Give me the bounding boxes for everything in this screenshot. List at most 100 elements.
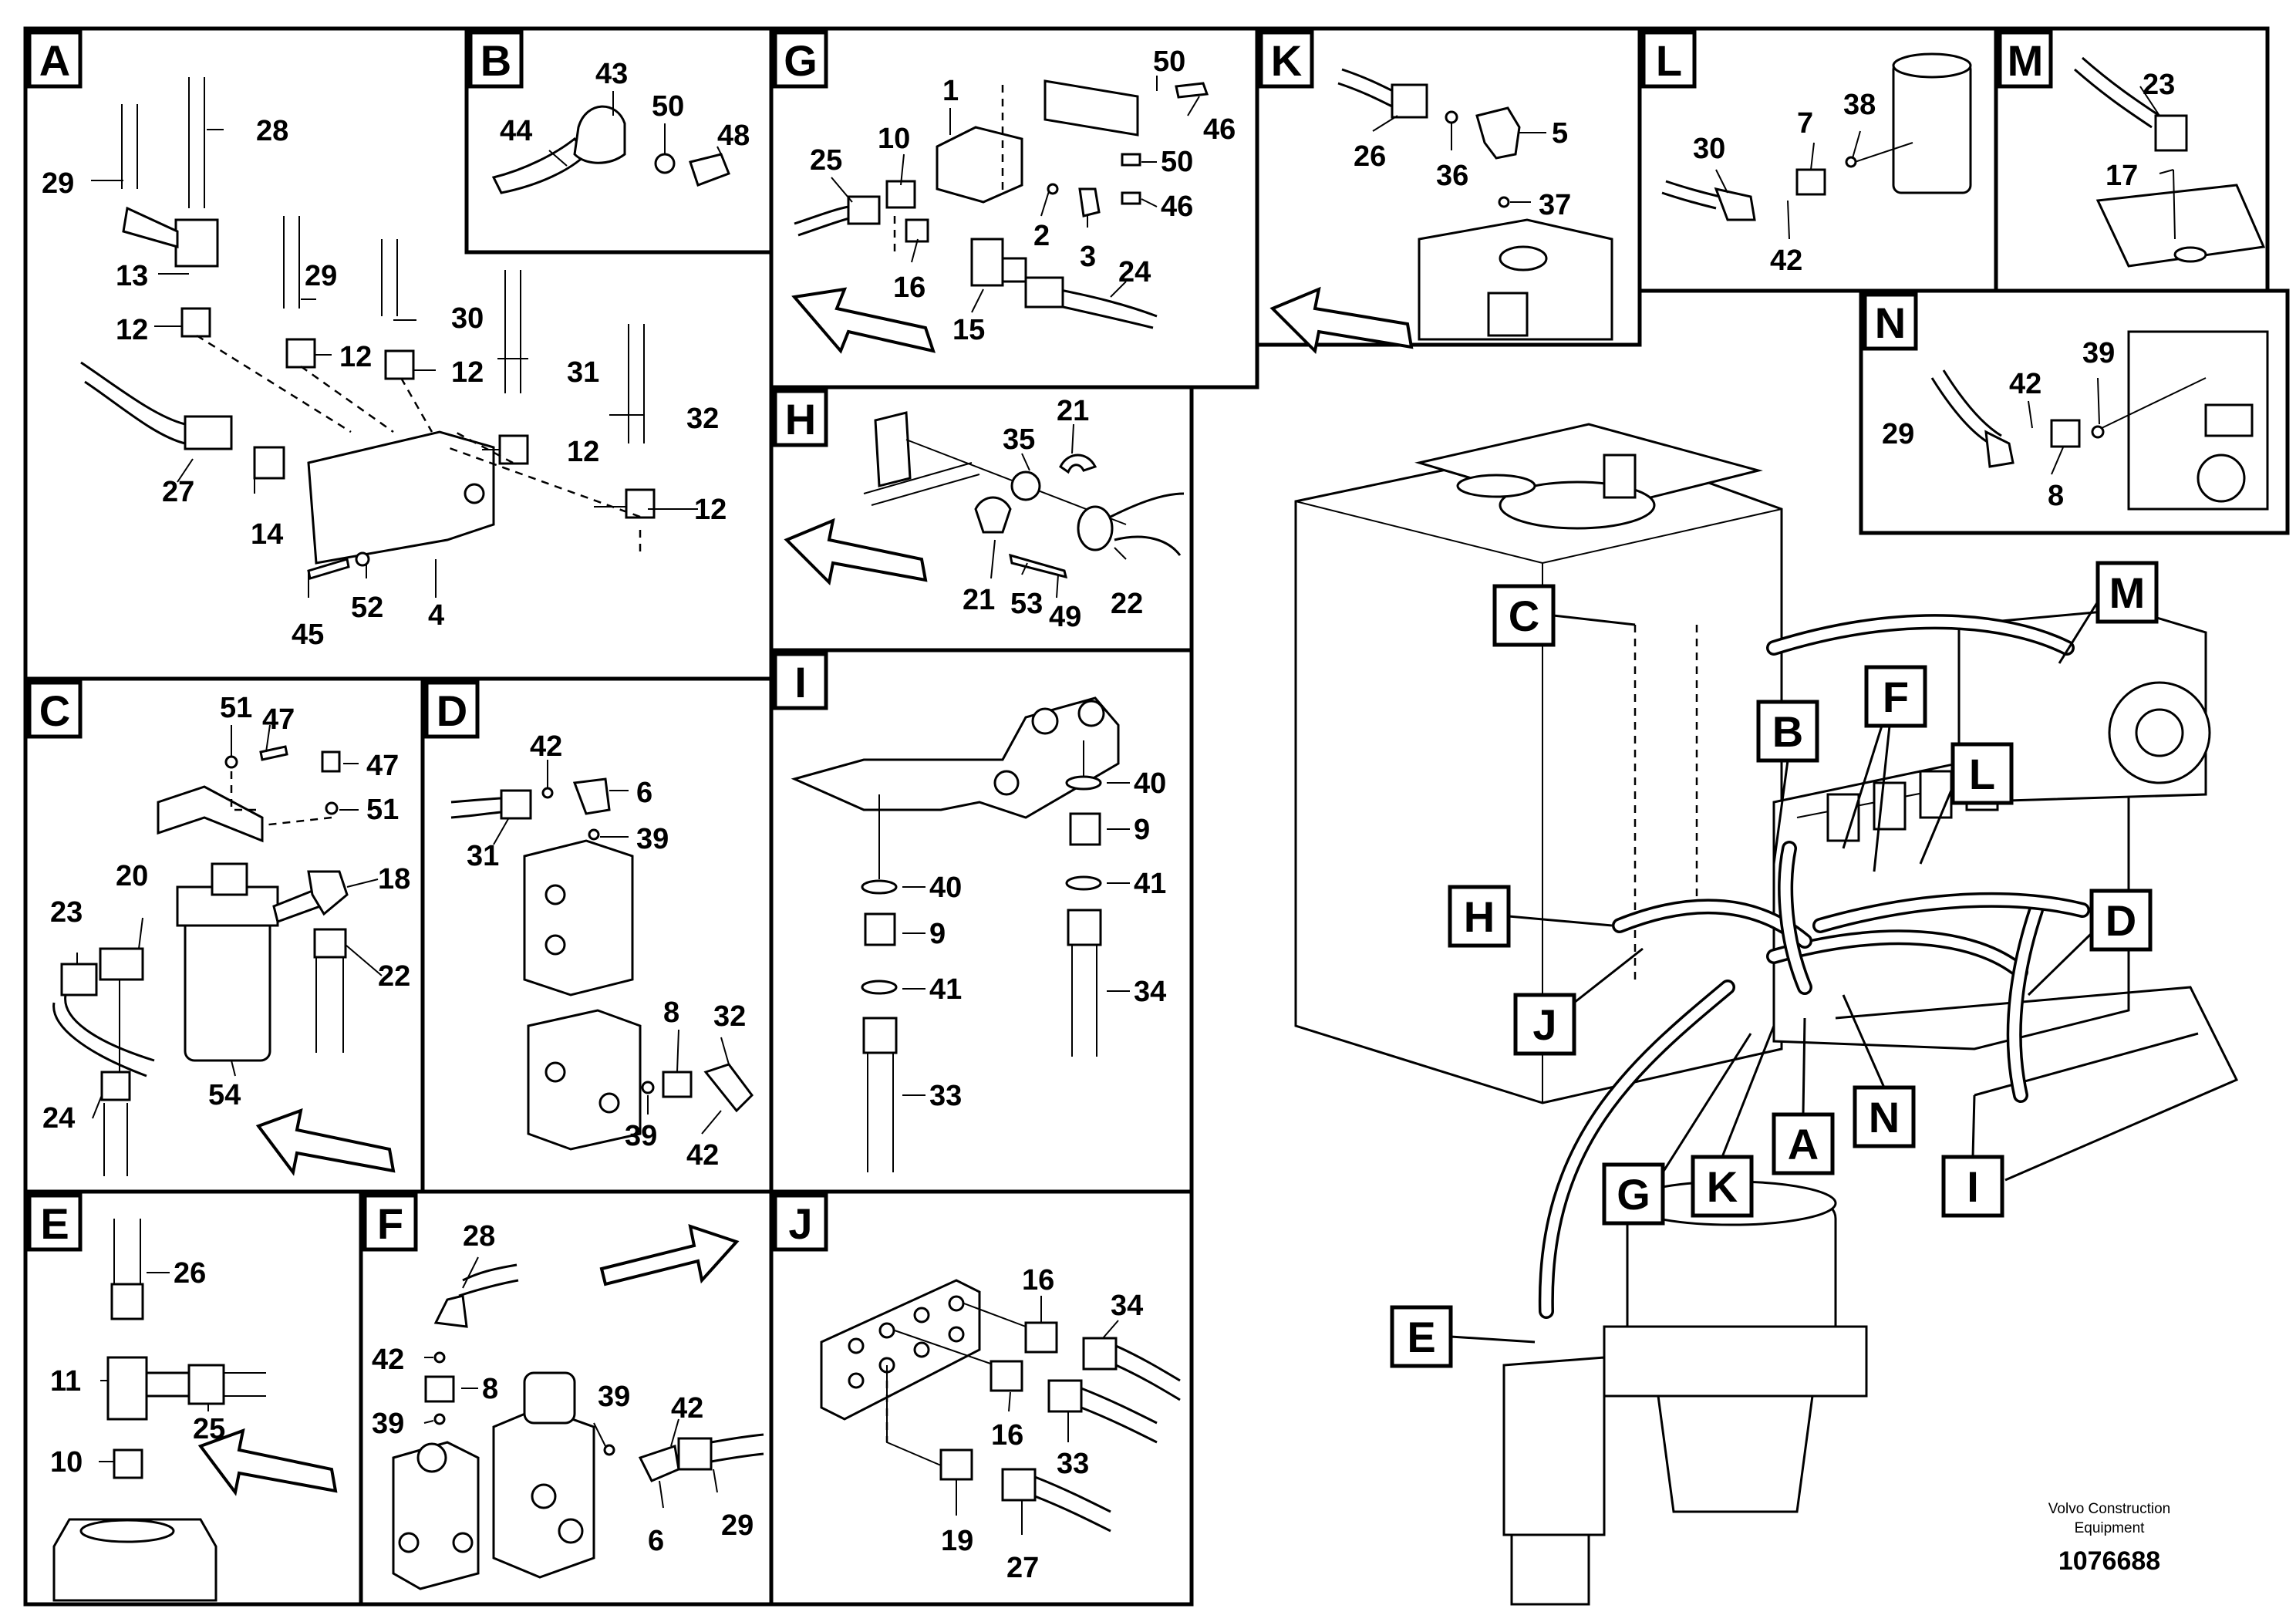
panel-letter: H bbox=[785, 395, 816, 443]
panel-j: J 16 34 16 33 19 27 bbox=[773, 1193, 1181, 1584]
part-label: 4 bbox=[428, 599, 444, 632]
part-label: 39 bbox=[372, 1408, 404, 1440]
panel-k: K 26 36 5 37 bbox=[1259, 30, 1613, 355]
part-label: 38 bbox=[1843, 89, 1876, 121]
part-label: 16 bbox=[1022, 1264, 1054, 1297]
part-label: 37 bbox=[1539, 189, 1571, 221]
part-label: 32 bbox=[713, 1000, 746, 1033]
part-label: 29 bbox=[42, 167, 74, 200]
part-label: 27 bbox=[162, 476, 194, 508]
part-label: 21 bbox=[963, 584, 995, 616]
part-label: 46 bbox=[1161, 191, 1193, 223]
part-label: 39 bbox=[598, 1381, 630, 1413]
panel-letter: E bbox=[40, 1199, 69, 1248]
panel-i: I 40 9 41 34 40 9 41 33 bbox=[773, 652, 1166, 1172]
part-label: 50 bbox=[1153, 46, 1185, 78]
part-label: 11 bbox=[50, 1365, 81, 1398]
part-label: 36 bbox=[1436, 160, 1468, 192]
part-label: 8 bbox=[2048, 480, 2064, 512]
callout-j: J bbox=[1532, 1000, 1556, 1049]
panel-letter: C bbox=[39, 686, 70, 735]
part-label: 22 bbox=[378, 960, 410, 993]
panel-e: E 26 11 25 10 bbox=[27, 1193, 338, 1602]
callout-c: C bbox=[1509, 592, 1539, 640]
part-label: 19 bbox=[941, 1525, 973, 1557]
part-label: 44 bbox=[500, 115, 532, 147]
part-label: 35 bbox=[1003, 423, 1035, 456]
callout-i: I bbox=[1967, 1162, 1979, 1211]
part-label: 39 bbox=[625, 1120, 657, 1152]
panel-l: L 30 7 38 42 bbox=[1641, 30, 1972, 277]
part-label: 12 bbox=[116, 314, 148, 346]
part-label: 25 bbox=[810, 144, 842, 177]
part-label: 40 bbox=[929, 872, 962, 904]
part-label: 9 bbox=[929, 918, 946, 950]
part-label: 12 bbox=[451, 356, 484, 389]
brand-line-1: Volvo Construction bbox=[2048, 1501, 2170, 1517]
part-label: 6 bbox=[636, 777, 652, 809]
part-label: 25 bbox=[193, 1413, 225, 1445]
panel-d: D 42 6 31 39 8 32 39 42 bbox=[424, 680, 754, 1172]
part-label: 26 bbox=[1354, 140, 1386, 173]
part-label: 32 bbox=[686, 403, 719, 435]
part-label: 42 bbox=[530, 730, 562, 763]
part-label: 52 bbox=[351, 592, 383, 624]
part-label: 50 bbox=[652, 90, 684, 123]
callout-l: L bbox=[1969, 750, 1995, 798]
panel-c: C 51 47 47 51 20 23 18 22 24 54 bbox=[27, 680, 410, 1176]
part-label: 42 bbox=[671, 1392, 703, 1425]
part-label: 31 bbox=[467, 840, 499, 872]
panel-letter: J bbox=[788, 1199, 812, 1248]
part-label: 39 bbox=[2082, 337, 2115, 369]
part-label: 54 bbox=[208, 1079, 241, 1111]
part-label: 27 bbox=[1006, 1552, 1039, 1584]
part-label: 29 bbox=[305, 260, 337, 292]
part-label: 26 bbox=[174, 1257, 206, 1290]
part-label: 14 bbox=[251, 518, 283, 551]
part-label: 39 bbox=[636, 823, 669, 855]
panel-letter: K bbox=[1271, 36, 1302, 85]
part-label: 20 bbox=[116, 860, 148, 892]
part-label: 6 bbox=[648, 1525, 664, 1557]
part-label: 46 bbox=[1203, 113, 1236, 146]
part-label: 48 bbox=[717, 120, 750, 152]
part-label: 15 bbox=[952, 314, 985, 346]
panel-letter: I bbox=[794, 658, 807, 706]
panel-h: H 35 21 21 53 49 22 bbox=[773, 389, 1185, 633]
part-label: 18 bbox=[378, 863, 410, 895]
callout-e: E bbox=[1407, 1313, 1435, 1361]
part-label: 3 bbox=[1080, 241, 1096, 273]
part-label: 50 bbox=[1161, 146, 1193, 178]
panel-letter: G bbox=[784, 36, 818, 85]
part-label: 8 bbox=[482, 1373, 498, 1405]
part-label: 24 bbox=[42, 1102, 75, 1135]
part-label: 5 bbox=[1552, 117, 1568, 150]
part-label: 40 bbox=[1134, 767, 1166, 800]
overview-callouts: C M B F L D H J A N I G K bbox=[1390, 561, 2159, 1368]
part-label: 24 bbox=[1118, 256, 1151, 288]
part-label: 9 bbox=[1134, 814, 1150, 846]
part-label: 23 bbox=[2143, 69, 2175, 101]
part-label: 16 bbox=[893, 271, 925, 304]
part-label: 42 bbox=[1770, 244, 1802, 277]
part-label: 28 bbox=[463, 1220, 495, 1253]
part-label: 42 bbox=[2009, 368, 2041, 400]
panel-n: N 42 39 29 8 bbox=[1863, 292, 2269, 512]
part-label: 7 bbox=[1797, 107, 1813, 140]
part-label: 47 bbox=[262, 703, 295, 736]
part-label: 12 bbox=[567, 436, 599, 468]
part-label: 16 bbox=[991, 1419, 1023, 1452]
panel-letter: B bbox=[480, 36, 511, 85]
part-label: 1 bbox=[942, 75, 959, 107]
part-label: 34 bbox=[1134, 976, 1166, 1008]
part-label: 12 bbox=[694, 494, 727, 526]
part-label: 10 bbox=[50, 1446, 83, 1479]
panel-letter: D bbox=[437, 686, 467, 735]
callout-h: H bbox=[1464, 892, 1495, 941]
panel-letter: M bbox=[2008, 36, 2044, 85]
part-label: 53 bbox=[1010, 588, 1043, 620]
part-label: 13 bbox=[116, 260, 148, 292]
doc-number: 1076688 bbox=[2058, 1546, 2160, 1576]
panel-g: G 1 50 46 50 46 25 10 2 3 16 15 24 bbox=[773, 30, 1236, 354]
part-label: 33 bbox=[1057, 1448, 1089, 1480]
